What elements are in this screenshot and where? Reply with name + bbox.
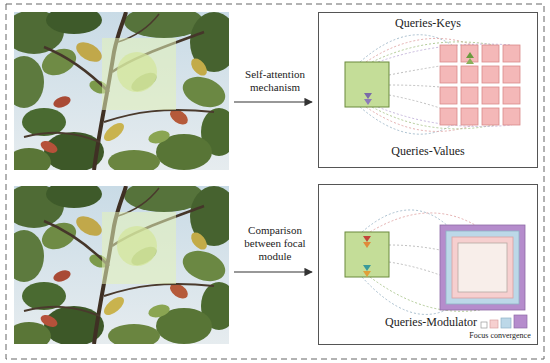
arrow-label: Self-attention mechanism	[236, 68, 314, 94]
panel-caption: Queries-Values	[319, 144, 537, 158]
icon-caption: Focus convergence	[462, 331, 538, 341]
token-markers	[363, 236, 371, 277]
tree-photo	[4, 180, 238, 350]
token-markers	[364, 52, 474, 105]
panel-box: Queries-KeysQueries-Values	[318, 12, 538, 168]
tree-photo	[4, 6, 238, 176]
focal-levels	[440, 225, 525, 310]
flow-arrow	[234, 271, 312, 272]
panel-caption: Queries-Modulator	[374, 315, 488, 329]
flow-arrow	[234, 101, 312, 102]
panel-caption: Queries-Keys	[319, 16, 537, 30]
arrow-label: Comparison between focal module	[236, 224, 314, 264]
query-square	[345, 62, 389, 107]
focus-icon	[481, 315, 527, 328]
key-grid	[440, 45, 520, 125]
query-square	[345, 232, 389, 277]
panel-box: Queries-Modulator	[318, 184, 538, 345]
